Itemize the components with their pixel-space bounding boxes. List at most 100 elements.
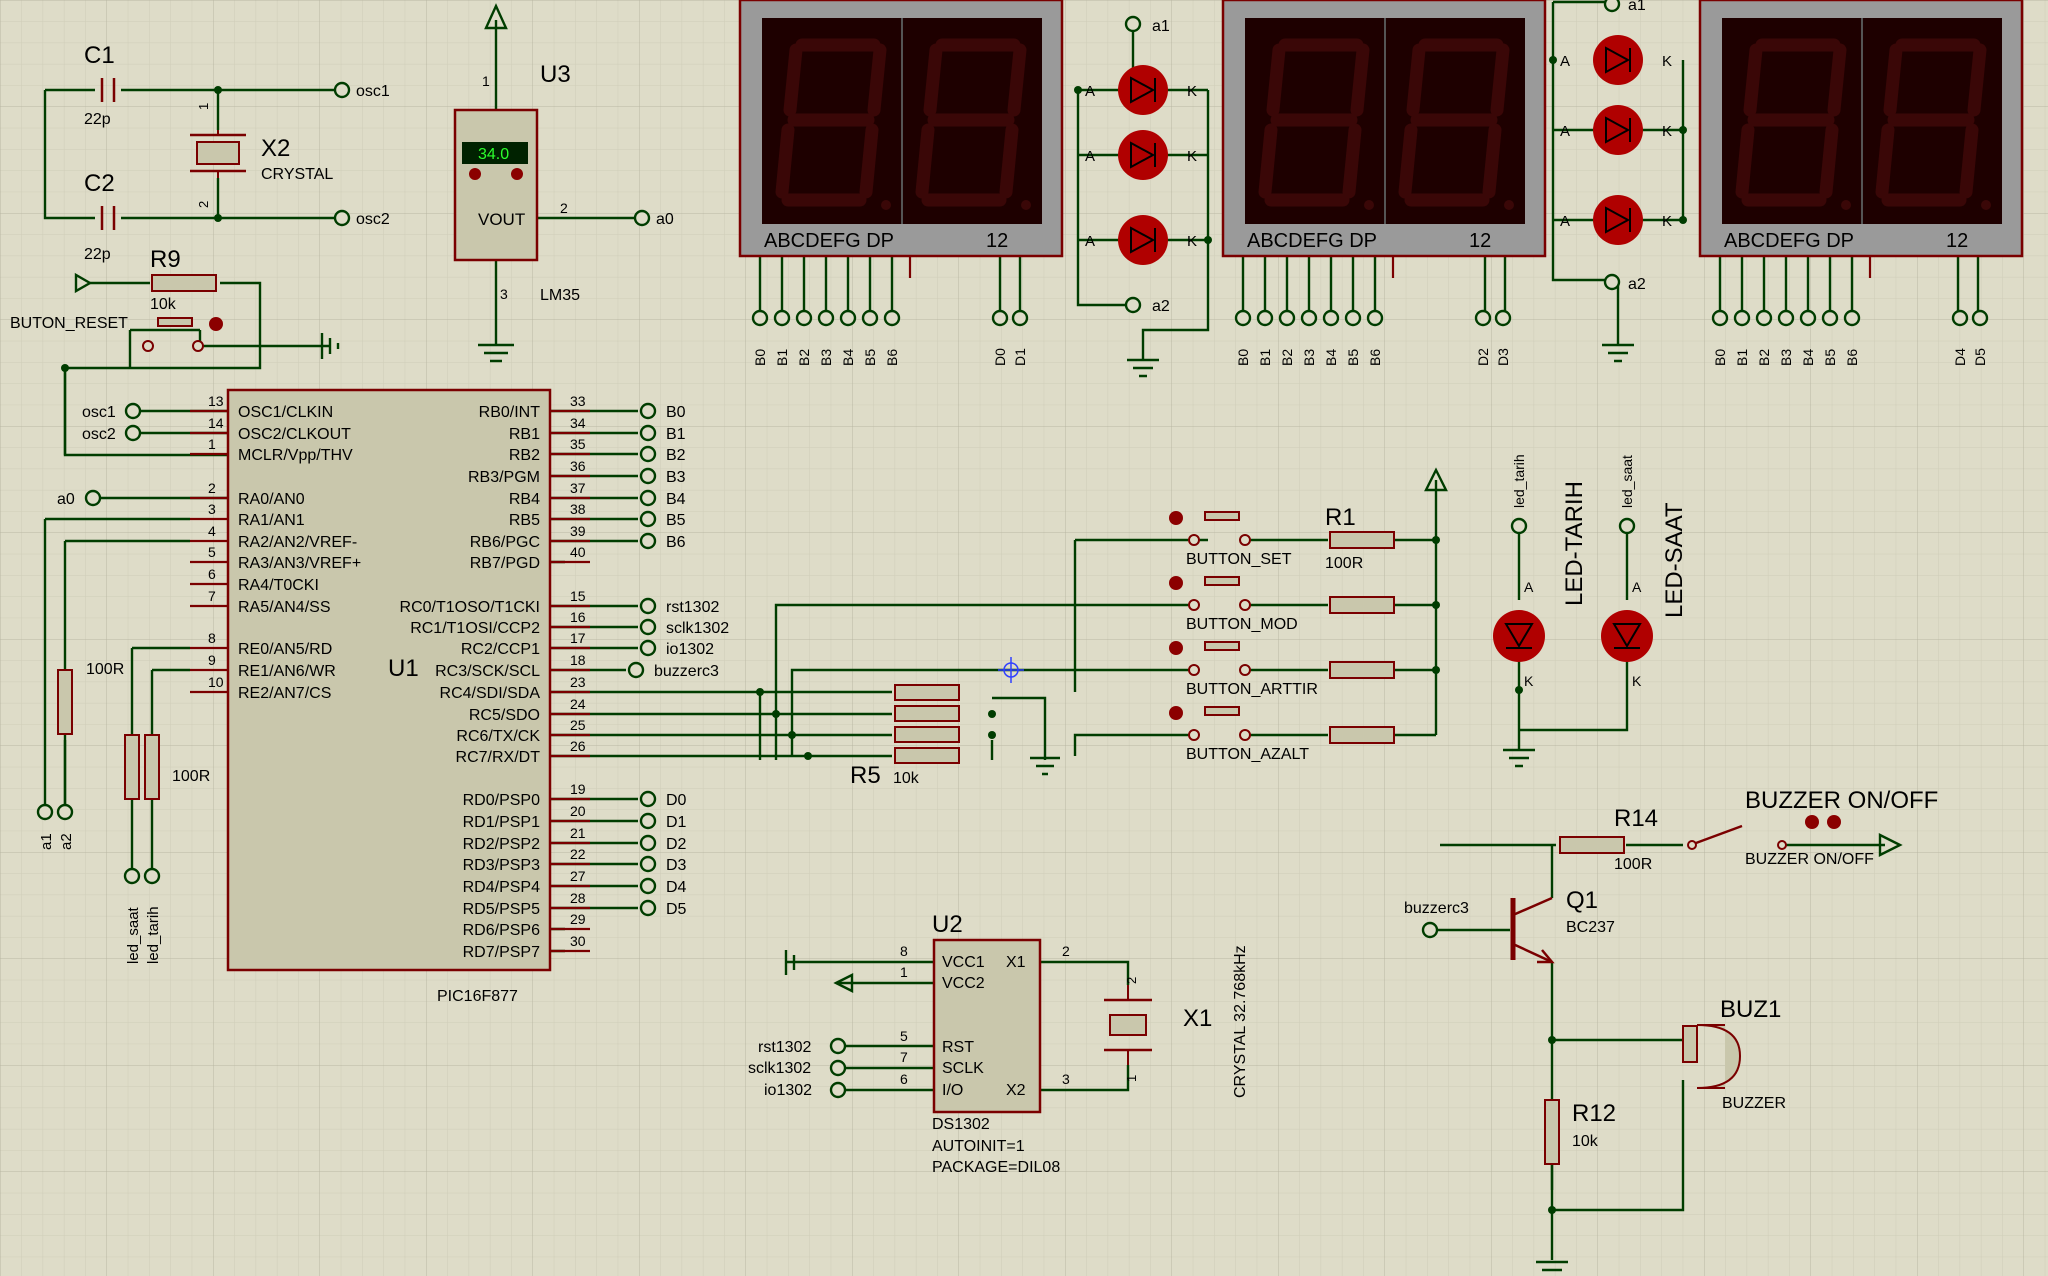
u1-pin-name: RA1/AN1: [238, 512, 305, 529]
svg-text:D4: D4: [666, 879, 687, 896]
crystal-x1: X1 CRYSTAL 32.768kHz 2 1: [1104, 945, 1249, 1098]
resistor-array-r5: R5 10k: [850, 684, 1060, 789]
button-label: BUTTON_MOD: [1186, 616, 1298, 633]
display-pin-end: [1234, 309, 1252, 327]
u1-pin-num: 33: [570, 393, 586, 409]
net-a0-left: a0: [57, 491, 75, 508]
x1-value: CRYSTAL 32.768kHz: [1232, 945, 1249, 1098]
digit: [775, 38, 891, 210]
u3-pin1: 1: [482, 73, 490, 89]
net-terminal-B0: B0: [639, 402, 686, 421]
display-pin-net: B2: [1756, 349, 1772, 366]
u1-pin-name: RD6/PSP6: [463, 922, 540, 939]
display-digit-net: D1: [1012, 348, 1028, 366]
u1-pin-name: RD1/PSP1: [463, 814, 540, 831]
u1-pin-num: 18: [570, 652, 586, 668]
display-seg-label: ABCDEFG DP: [764, 230, 894, 252]
q1-ref: Q1: [1566, 887, 1598, 914]
diode-anode: A: [1085, 83, 1095, 100]
u1-pin-num: 23: [570, 674, 586, 690]
u2-pin-x1: X1: [1006, 954, 1026, 971]
display-pin-end: [751, 309, 769, 327]
button-button-mod: BUTTON_MOD: [1169, 576, 1395, 633]
led-saat-ref: LED-SAAT: [1661, 502, 1688, 618]
resistor-r-led: 100R: [124, 734, 210, 800]
x2-value: CRYSTAL: [261, 166, 333, 183]
u1-pin-num: 20: [570, 803, 586, 819]
display-digit-net: D5: [1972, 348, 1988, 366]
u2-pin-vcc1: VCC1: [942, 954, 985, 971]
u2-pin-sclk: SCLK: [942, 1060, 984, 1077]
digit: [1875, 38, 1991, 210]
display-pin-end: [795, 309, 813, 327]
display-pin-net: B5: [1345, 349, 1361, 366]
net-terminal-buzzerc3: buzzerc3: [627, 661, 719, 680]
u2-net-rst: rst1302: [758, 1039, 811, 1056]
transistor-q1: buzzerc3 Q1 BC237: [1404, 887, 1615, 964]
display-pin-net: B1: [1257, 349, 1273, 366]
display-pin-end: [883, 309, 901, 327]
u1-pin-num: 35: [570, 436, 586, 452]
display-pin-end: [861, 309, 879, 327]
led-tarih-ref: LED-TARIH: [1561, 481, 1588, 606]
resistor-r9: R9 10k: [74, 246, 217, 313]
net-terminal-rst1302: rst1302: [639, 597, 719, 616]
display-pin-end: [773, 309, 791, 327]
u1-pin-name: RB7/PGD: [470, 555, 540, 572]
x1-ref: X1: [1183, 1005, 1212, 1032]
x2-pin1: 1: [196, 103, 211, 110]
c1-ref: C1: [84, 42, 115, 69]
r5-value: 10k: [893, 770, 920, 787]
u1-pin-name: RE2/AN7/CS: [238, 685, 331, 702]
u2-net-sclk: sclk1302: [748, 1060, 811, 1077]
net-a0-top: a0: [656, 211, 674, 228]
u1-pin-num: 36: [570, 458, 586, 474]
u1-pin-name: RA5/AN4/SS: [238, 599, 330, 616]
u1-pin-num: 1: [208, 436, 216, 452]
u1-pin-num: 7: [208, 588, 216, 604]
u1-pin-name: RC7/RX/DT: [456, 749, 541, 766]
u1-ref: U1: [388, 655, 419, 682]
u2-pin-vcc2: VCC2: [942, 975, 985, 992]
svg-text:B1: B1: [666, 426, 686, 443]
u1-pin-name: RB6/PGC: [470, 534, 540, 551]
u3-display: 34.0: [478, 146, 509, 163]
led-tarih-k: K: [1524, 673, 1534, 689]
display-pin-net: B4: [840, 349, 856, 366]
u1-pin-name: RC5/SDO: [469, 707, 540, 724]
u1-pin-num: 19: [570, 781, 586, 797]
net-a2-left: a2: [58, 833, 75, 850]
display-pin-net: B0: [1235, 349, 1251, 366]
u2-pin-io: I/O: [942, 1082, 963, 1099]
r-a1-value: 100R: [86, 661, 124, 678]
net-terminal-B1: B1: [639, 424, 686, 443]
display-digit-pin-end: [1011, 309, 1029, 327]
u1-value: PIC16F877: [437, 988, 518, 1005]
u1-pin-name: RC0/T1OSO/T1CKI: [400, 599, 540, 616]
svg-text:B6: B6: [666, 534, 686, 551]
u1-pin-num: 34: [570, 415, 586, 431]
net-terminal-io1302: io1302: [639, 639, 714, 658]
buzzer-switch: BUZZER ON/OFF BUZZER ON/OFF: [1687, 787, 1938, 868]
u1-pin-name: RA0/AN0: [238, 491, 305, 508]
u1-pin-num: 30: [570, 933, 586, 949]
led-saat: led_saat LED-SAAT A K: [1503, 455, 1688, 768]
u1-pin-name: RD2/PSP2: [463, 836, 540, 853]
display-digit-net: D0: [992, 348, 1008, 366]
net-osc1-left: osc1: [82, 404, 116, 421]
